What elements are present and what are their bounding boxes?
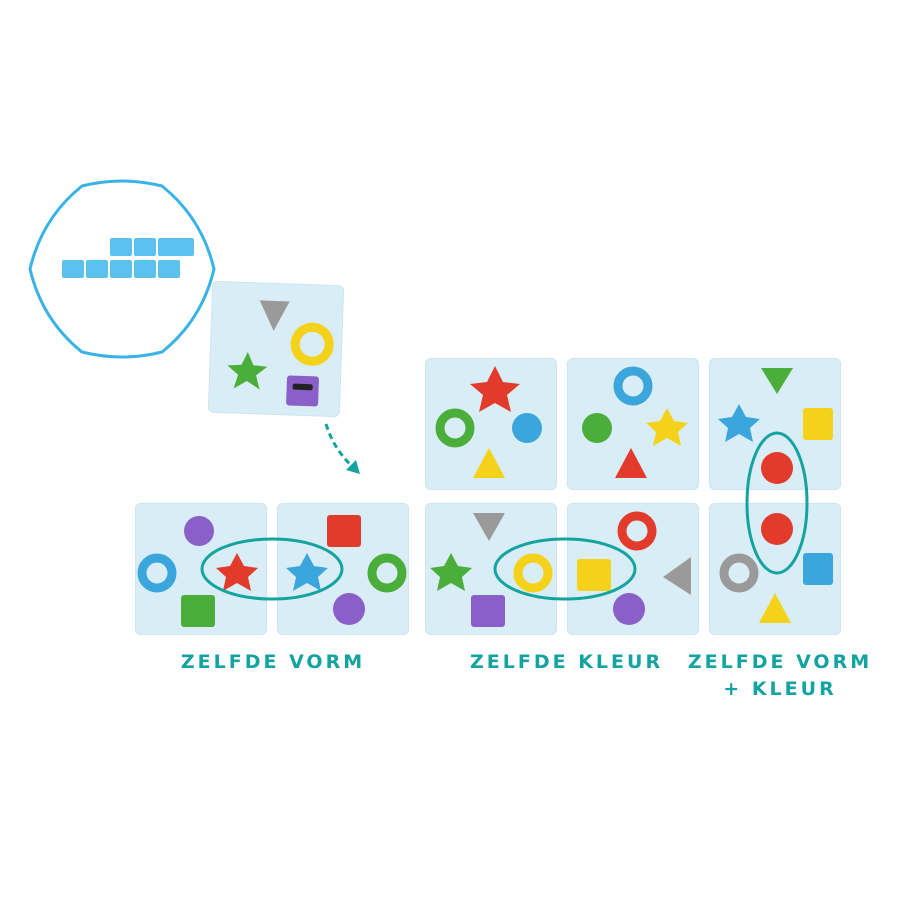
label-same-shape: ZELFDE VORM <box>180 651 366 673</box>
green-triangle-shape <box>761 368 793 394</box>
green-star-shape <box>227 352 268 390</box>
purple-ball-shape <box>333 593 365 625</box>
blue-ring-shape <box>613 366 653 406</box>
blue-star-shape <box>718 404 760 442</box>
grey-triangle-shape <box>259 300 290 331</box>
red-star-shape <box>470 366 520 412</box>
green-ring-shape <box>367 553 407 593</box>
red-star-shape <box>216 553 258 591</box>
red-ring-shape <box>617 511 657 551</box>
yellow-star-shape <box>646 408 688 446</box>
yellow-triangle-shape <box>759 593 791 623</box>
label-same-shape-color-line1: ZELFDE VORM <box>687 651 873 673</box>
label-same-color: ZELFDE KLEUR <box>470 651 664 673</box>
grey-ring-shape <box>719 553 759 593</box>
yellow-cube-shape <box>803 408 833 440</box>
blue-ring-shape <box>137 553 177 593</box>
blue-star-shape <box>286 553 328 591</box>
rule-hexagon-tile <box>28 179 216 359</box>
green-ring-shape <box>435 408 475 448</box>
purple-cube-shape <box>471 595 505 627</box>
red-cube-shape <box>327 515 361 547</box>
green-cube-shape <box>181 595 215 627</box>
grey-triangle-shape <box>663 557 691 595</box>
card-top-1[interactable] <box>425 358 557 490</box>
red-triangle-shape <box>615 448 647 478</box>
purple-cube-shape <box>286 375 319 407</box>
card-bottom-5[interactable] <box>709 503 841 635</box>
card-top-3[interactable] <box>709 358 841 490</box>
red-ball-shape <box>761 513 793 545</box>
blue-cube-shape <box>803 553 833 585</box>
card-bottom-3[interactable] <box>425 503 557 635</box>
green-star-shape <box>430 553 472 591</box>
purple-ball-shape <box>613 593 645 625</box>
yellow-triangle-shape <box>473 448 505 478</box>
red-ball-shape <box>761 452 793 484</box>
arrow-icon <box>324 423 360 474</box>
blue-ball-shape <box>512 413 542 443</box>
same-shape-color-oval <box>745 431 809 575</box>
yellow-cube-shape <box>577 559 611 591</box>
label-same-shape-color-line2: + KLEUR <box>723 678 837 700</box>
grey-triangle-shape <box>473 513 505 541</box>
domino-chain-length-icon <box>62 238 194 278</box>
same-shape-oval <box>200 537 344 601</box>
new-card[interactable] <box>207 280 345 418</box>
yellow-ring-shape <box>513 553 553 593</box>
yellow-ring-shape <box>290 322 334 366</box>
green-ball-shape <box>582 413 612 443</box>
card-bottom-4[interactable] <box>567 503 699 635</box>
same-color-oval <box>493 537 637 601</box>
purple-ball-shape <box>184 516 214 546</box>
card-top-2[interactable] <box>567 358 699 490</box>
